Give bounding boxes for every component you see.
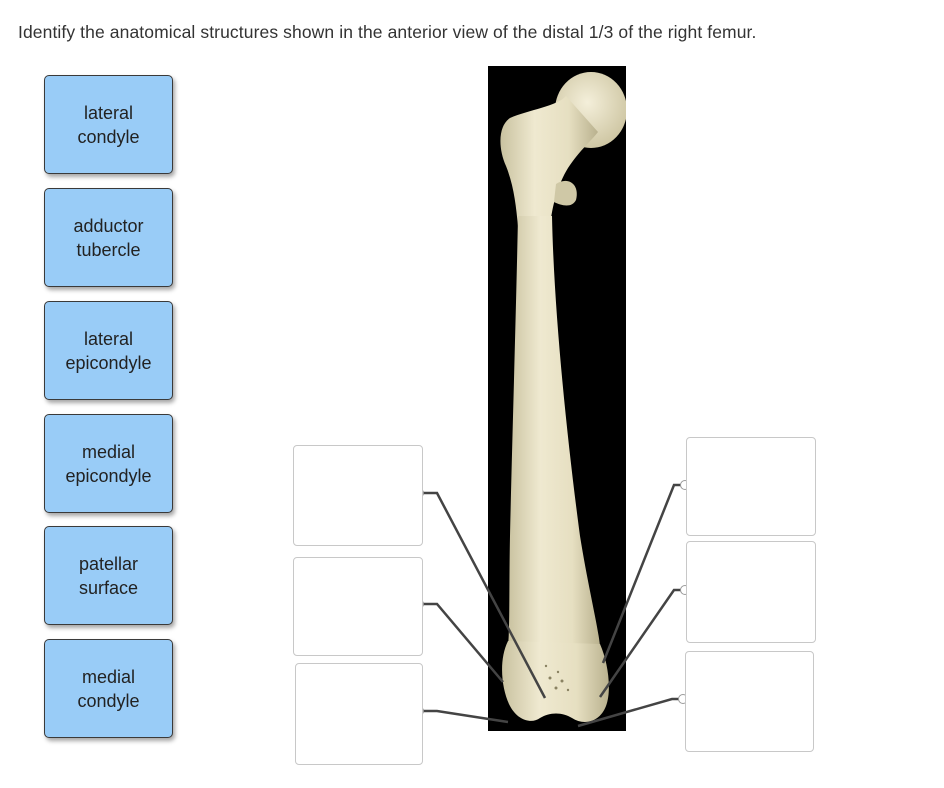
drop-target-left-top[interactable]: [293, 445, 423, 546]
label-medial-condyle[interactable]: medial condyle: [44, 639, 173, 738]
label-patellar-surface[interactable]: patellar surface: [44, 526, 173, 625]
leader-line-left-top: [419, 491, 547, 699]
leader-line-right-bottom: [577, 697, 683, 728]
drop-target-left-bottom[interactable]: [295, 663, 423, 765]
femur-image: [488, 66, 627, 731]
drop-target-right-middle[interactable]: [686, 541, 816, 643]
drop-target-left-middle[interactable]: [293, 557, 423, 656]
label-lateral-epicondyle[interactable]: lateral epicondyle: [44, 301, 173, 400]
leader-line-right-middle: [598, 588, 685, 698]
drop-target-right-bottom[interactable]: [685, 651, 814, 752]
leader-line-right-top: [601, 483, 685, 664]
femur-bone-illustration: [500, 72, 627, 722]
question-text: Identify the anatomical structures shown…: [18, 22, 757, 42]
leader-line-left-middle: [419, 602, 504, 683]
drop-target-right-top[interactable]: [686, 437, 816, 536]
label-medial-epicondyle[interactable]: medial epicondyle: [44, 414, 173, 513]
leader-line-left-bottom: [419, 709, 509, 724]
label-lateral-condyle[interactable]: lateral condyle: [44, 75, 173, 174]
label-adductor-tubercle[interactable]: adductor tubercle: [44, 188, 173, 287]
